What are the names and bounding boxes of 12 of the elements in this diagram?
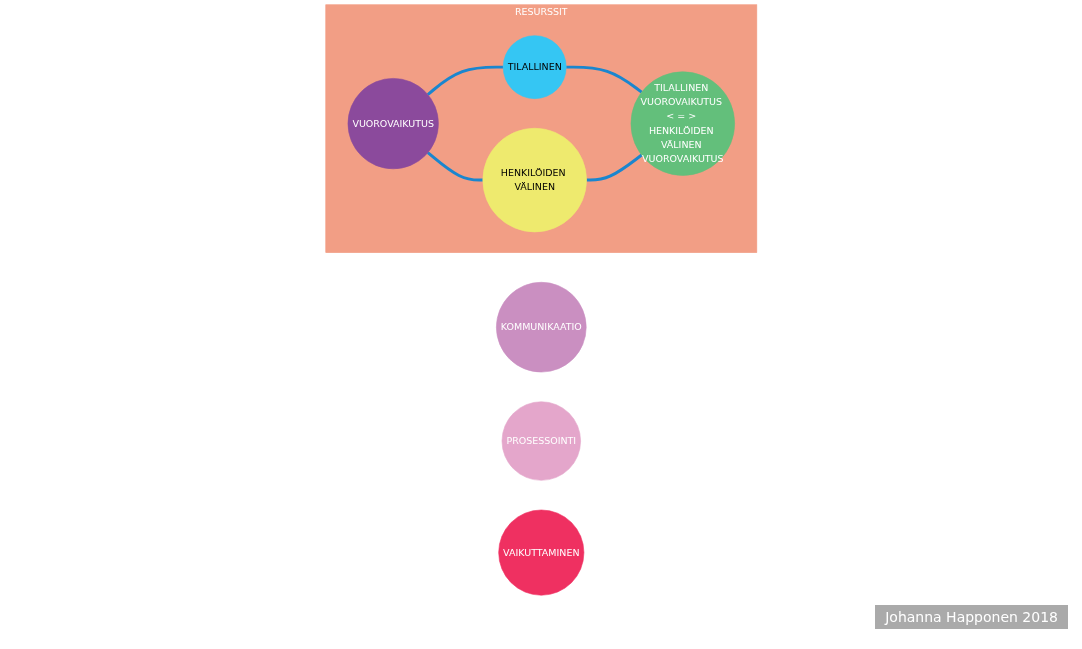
connector [586, 153, 643, 182]
node-circle: TILALLINEN [502, 35, 567, 99]
node-circle: VUOROVAIKUTUS [347, 78, 439, 170]
connector [565, 65, 643, 94]
node-circle: TILALLINEN VUOROVAIKUTUS < = > HENKILÖIDEN VÄLINEN VUOROVAIKUTUS [630, 71, 735, 176]
node-circle: HENKILÖIDEN VÄLINEN [482, 127, 587, 233]
node-circle: PROSESSOINTI [501, 401, 581, 481]
connector [426, 65, 503, 96]
connector [426, 151, 483, 182]
node-circle: KOMMUNIKAATIO [495, 282, 587, 373]
credit-note: Johanna Happonen 2018 [875, 605, 1068, 629]
node-circle: VAIKUTTAMINEN [498, 509, 584, 596]
